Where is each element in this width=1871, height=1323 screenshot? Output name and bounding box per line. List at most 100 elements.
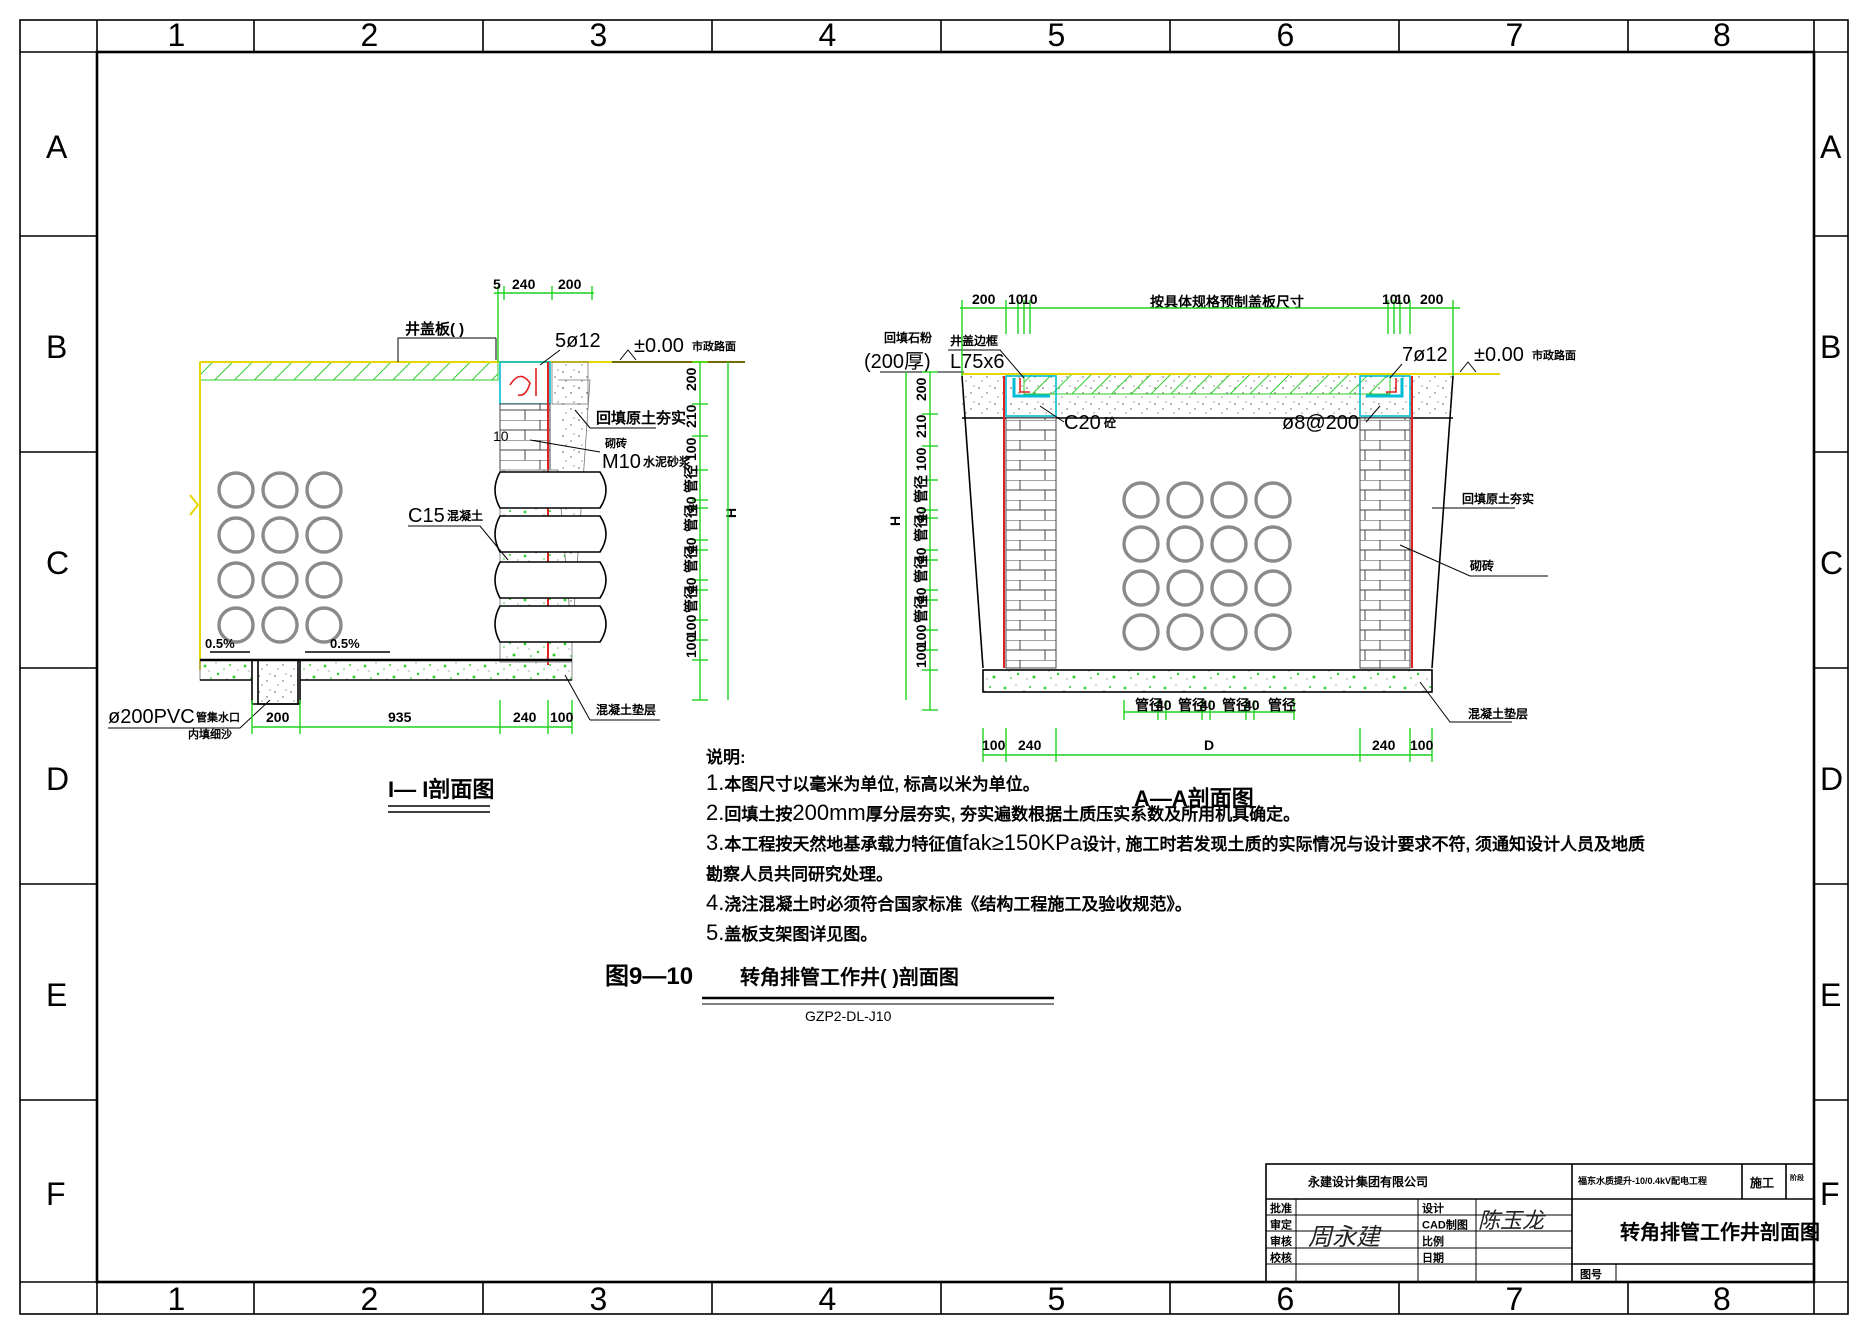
grid-col-top-8: 8 (1713, 17, 1731, 53)
pipe-circle (217, 471, 255, 509)
role2-3: 日期 (1422, 1251, 1444, 1265)
pipe-circle (1166, 481, 1204, 519)
signature-designer: 陈玉龙 (1478, 1209, 1547, 1234)
grid-row-right-B: B (1820, 329, 1841, 365)
figure-title: 图9—10 转角排管工作井( )剖面图 GZP2-DL-J10 (605, 963, 1054, 1024)
role-3: 校核 (1270, 1251, 1292, 1265)
elevation-left: ±0.00 (634, 335, 684, 357)
grid-row-left-A: A (46, 129, 68, 165)
grid-col-top-5: 5 (1048, 17, 1066, 53)
pvc-drain (257, 659, 299, 705)
note-line-4: 4.浇注混凝土时必须符合国家标准《结构工程施工及验收规范》。 (706, 890, 1192, 915)
height-label-right: H (887, 516, 903, 526)
grid-row-right-F: F (1820, 1176, 1840, 1212)
dim-top-right-3: 10 (1382, 291, 1398, 307)
note-line-0: 1.本图尺寸以毫米为单位, 标高以米为单位。 (706, 770, 1040, 795)
pipe-dim-5: 40 (1244, 697, 1260, 713)
vdim-left-9: 管径 (683, 585, 699, 613)
vdim-left-11: 100 (683, 634, 699, 658)
mortar-grade: M10 (602, 451, 641, 473)
grid-col-top-1: 1 (168, 17, 186, 53)
pipe-circle (305, 471, 343, 509)
precast-label: 按具体规格预制盖板尺寸 (1150, 294, 1304, 310)
dim-bottom-right-2: D (1204, 737, 1214, 753)
role-1: 审定 (1270, 1218, 1292, 1232)
pipe-circle (217, 606, 255, 644)
vdim-left-4: 40 (683, 496, 699, 512)
pipe-circle (1122, 525, 1160, 563)
project-name: 福东水质提升-10/0.4kV配电工程 (1577, 1175, 1707, 1186)
grid-col-bottom-6: 6 (1277, 1281, 1295, 1317)
stirrup-label: ø8@200 (1282, 412, 1359, 434)
vdim-right-4: 40 (913, 506, 929, 522)
cushion-label-right: 混凝土垫层 (1468, 706, 1528, 721)
pipes-side-view (494, 471, 607, 643)
pipe-circle (1254, 525, 1292, 563)
vdim-left-6: 40 (683, 537, 699, 553)
vdim-right-9: 管径 (913, 595, 929, 623)
drawing-no-label: 图号 (1580, 1268, 1602, 1281)
mortar-note: 水泥砂浆 (643, 454, 692, 469)
stone-label: 回填石粉 (884, 330, 932, 345)
road-slab (199, 361, 499, 381)
pipe-circle (305, 561, 343, 599)
grid-col-bottom-2: 2 (361, 1281, 379, 1317)
pipe-dim-0: 管径 (1135, 697, 1163, 713)
concrete-grade-left: C15 (408, 505, 445, 527)
role2-1: CAD制图 (1422, 1218, 1468, 1232)
grid-col-top-2: 2 (361, 17, 379, 53)
elevation-note-right: 市政路面 (1532, 348, 1576, 362)
frame-label: 井盖边框 (950, 333, 998, 348)
grid-col-bottom-3: 3 (590, 1281, 608, 1317)
dim-top-right-2: 10 (1022, 291, 1038, 307)
grid-col-bottom-8: 8 (1713, 1281, 1731, 1317)
note-line-3: 勘察人员共同研究处理。 (706, 864, 893, 884)
section-a-a: 回填石粉 (200厚) 井盖边框 L75x6 按具体规格预制盖板尺寸 7ø12 … (864, 291, 1576, 811)
pipe-circle (1254, 481, 1292, 519)
grid-row-left-E: E (46, 977, 67, 1013)
design-notes: 说明: 1.本图尺寸以毫米为单位, 标高以米为单位。2.回填土按200mm厚分层… (706, 747, 1645, 945)
pipe-circle (261, 516, 299, 554)
notes-heading: 说明: (706, 747, 746, 767)
pipe-circle (1210, 613, 1248, 651)
pipe-circle (1122, 481, 1160, 519)
pipe-circle (261, 606, 299, 644)
dims-top-left: 5 240 200 (493, 276, 594, 362)
grid-col-bottom-7: 7 (1506, 1281, 1524, 1317)
pipe-circle (1210, 481, 1248, 519)
brick-wall (499, 403, 551, 471)
pipe-circle (1210, 525, 1248, 563)
elevation-note-left: 市政路面 (692, 339, 736, 353)
title-block: 永建设计集团有限公司 福东水质提升-10/0.4kV配电工程 施工 阶段 转角排… (1265, 1163, 1820, 1283)
slope-left: 0.5% (205, 636, 235, 651)
pvc-label: ø200PVC (108, 706, 195, 728)
cover-label: 井盖板( ) (405, 320, 464, 338)
vdim-right-6: 40 (913, 547, 929, 563)
pipe-circle (217, 516, 255, 554)
section-a-a-labels: 回填石粉 (200厚) 井盖边框 L75x6 按具体规格预制盖板尺寸 7ø12 … (864, 294, 1576, 723)
pipe-array-left (217, 471, 343, 644)
grid-col-top-4: 4 (819, 17, 837, 53)
section-i-i-title: I— I剖面图 (388, 777, 494, 802)
dim-bottom-left-2: 240 (513, 709, 537, 725)
concrete-note-right: 砼 (1104, 415, 1117, 430)
pipe-circle (1254, 569, 1292, 607)
dim-bottom-right-1: 240 (1018, 737, 1042, 753)
vdim-right-10: 100 (913, 624, 929, 648)
vdim-right-11: 100 (913, 644, 929, 668)
note-line-5: 5.盖板支架图详见图。 (706, 920, 877, 945)
pipe-circle (261, 471, 299, 509)
grid-row-left-D: D (46, 761, 69, 797)
sheet-frame (19, 19, 1849, 1315)
concrete-cushion (982, 669, 1433, 693)
signature-approver: 周永建 (1308, 1223, 1383, 1251)
pipe-dim-6: 管径 (1268, 697, 1296, 713)
precast-cover (1023, 373, 1391, 395)
stage-note: 阶段 (1790, 1173, 1804, 1182)
vdim-left-1: 210 (683, 404, 699, 428)
dim-top-right-4: 10 (1395, 291, 1411, 307)
